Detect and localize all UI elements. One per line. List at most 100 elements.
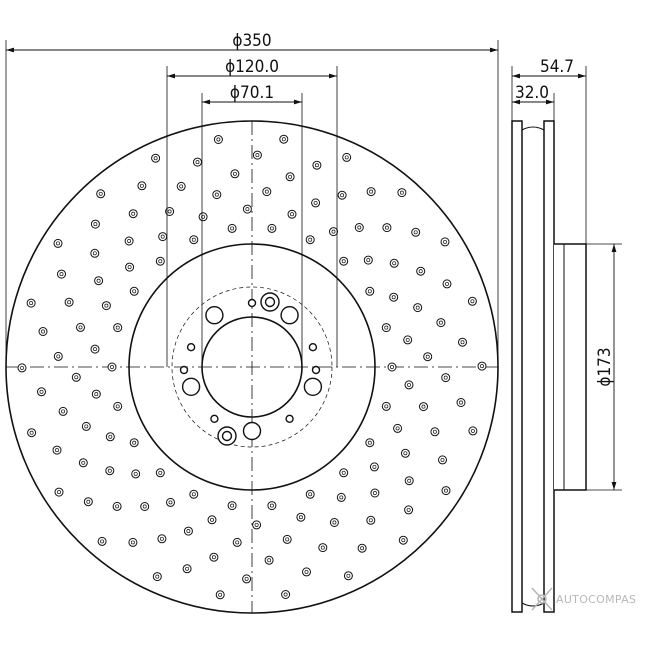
drilled-hole-center — [390, 365, 394, 369]
drilled-hole — [78, 458, 88, 468]
drilled-hole — [64, 297, 74, 307]
watermark-logo-icon — [531, 587, 553, 611]
drilled-hole — [305, 235, 315, 245]
locator-hole-inner — [221, 430, 233, 442]
drilled-hole — [53, 238, 63, 248]
drilled-hole — [83, 497, 93, 507]
drilled-hole — [423, 352, 433, 362]
drilled-hole — [382, 223, 392, 233]
side-dimension-lines — [512, 73, 617, 490]
drilled-hole — [366, 187, 376, 197]
drilled-hole — [212, 190, 222, 200]
drilled-hole — [113, 323, 123, 333]
drilled-hole-center — [56, 354, 61, 359]
drilled-hole-center — [20, 365, 24, 370]
drilled-hole-center — [298, 515, 303, 520]
small-hub-hole — [285, 414, 294, 423]
drilled-hole — [397, 188, 407, 198]
drilled-hole-center — [29, 430, 34, 435]
drilled-hole-center — [244, 576, 249, 581]
small-hub-hole — [179, 365, 189, 375]
drilled-hole-center — [110, 365, 114, 369]
drilled-hole — [26, 298, 36, 308]
drilled-hole-center — [127, 265, 132, 270]
drilled-hole — [101, 301, 111, 311]
drilled-hole — [413, 303, 423, 313]
side-view — [511, 120, 587, 613]
extension-lines — [5, 40, 499, 367]
drilled-hole-center — [399, 190, 404, 195]
drilled-hole — [282, 534, 292, 544]
drilled-hole — [107, 362, 117, 372]
dimension-lines — [5, 47, 498, 105]
drilled-hole-center — [395, 426, 400, 431]
drilled-hole-center — [281, 137, 286, 142]
drilled-hole — [137, 181, 147, 191]
drilled-hole-center — [320, 545, 325, 550]
drilled-hole-center — [153, 156, 158, 161]
drilled-hole — [342, 152, 352, 162]
drilled-hole-center — [254, 522, 259, 527]
drilled-hole — [381, 323, 391, 333]
drilled-hole-center — [459, 400, 463, 405]
drilled-hole — [339, 256, 349, 266]
drilled-hole — [285, 172, 295, 182]
drilled-hole — [129, 438, 139, 448]
drilled-hole-center — [41, 329, 45, 334]
cross-drilled-holes — [17, 134, 487, 600]
drilled-hole-center — [269, 503, 274, 508]
drilled-hole — [242, 574, 252, 584]
drilled-hole-center — [255, 153, 260, 158]
drilled-hole — [393, 423, 403, 433]
drilled-hole — [152, 572, 162, 582]
drilled-hole — [183, 526, 193, 536]
drilled-hole-center — [214, 192, 219, 197]
drilled-hole — [58, 406, 68, 416]
drilled-hole — [125, 262, 135, 272]
drilled-hole-center — [392, 261, 397, 266]
drilled-hole-center — [186, 529, 191, 534]
drilled-hole — [112, 501, 122, 511]
drilled-hole-center — [185, 566, 190, 571]
drilled-hole — [230, 169, 240, 179]
drilled-hole-center — [403, 451, 408, 456]
lug-hole — [181, 377, 201, 396]
drilled-hole — [252, 150, 262, 160]
drilled-hole-center — [115, 325, 120, 330]
small-hub-hole — [308, 343, 318, 352]
drilled-hole-center — [314, 163, 319, 168]
drilled-hole-center — [331, 229, 336, 234]
drilled-hole — [227, 223, 237, 233]
bore-diameter-label: ϕ70.1 — [230, 83, 274, 103]
drilled-hole-center — [57, 490, 61, 495]
bolt-pattern-circle — [171, 286, 333, 448]
drilled-hole — [53, 351, 63, 361]
drilled-hole-center — [445, 281, 449, 286]
drilled-hole-center — [159, 536, 164, 541]
drilled-hole — [296, 512, 306, 522]
hat-diameter-label: ϕ173 — [595, 347, 615, 386]
drilled-hole — [242, 204, 252, 214]
drilled-hole-center — [245, 207, 250, 212]
drilled-hole-center — [367, 440, 372, 445]
drilled-hole-center — [369, 189, 374, 194]
drilled-hole — [129, 286, 139, 296]
watermark-text: AUTOCOMPAS — [556, 593, 636, 606]
drilled-hole-center — [191, 237, 196, 242]
drilled-hole — [158, 232, 168, 242]
drilled-hole — [189, 489, 199, 499]
drilled-hole-center — [401, 538, 406, 543]
drilled-hole-center — [432, 429, 437, 434]
drilled-hole — [94, 276, 104, 286]
hat-side-profile — [554, 243, 587, 491]
drilled-hole-center — [264, 189, 269, 194]
drilled-hole — [419, 402, 428, 412]
drilled-hole — [52, 445, 62, 455]
drilled-hole — [287, 209, 297, 219]
drilled-hole — [281, 590, 291, 599]
drilled-hole — [467, 296, 477, 306]
drilled-hole-center — [405, 337, 410, 342]
drilled-hole — [404, 505, 414, 515]
drilled-hole — [441, 373, 451, 383]
drilled-hole — [157, 534, 167, 544]
